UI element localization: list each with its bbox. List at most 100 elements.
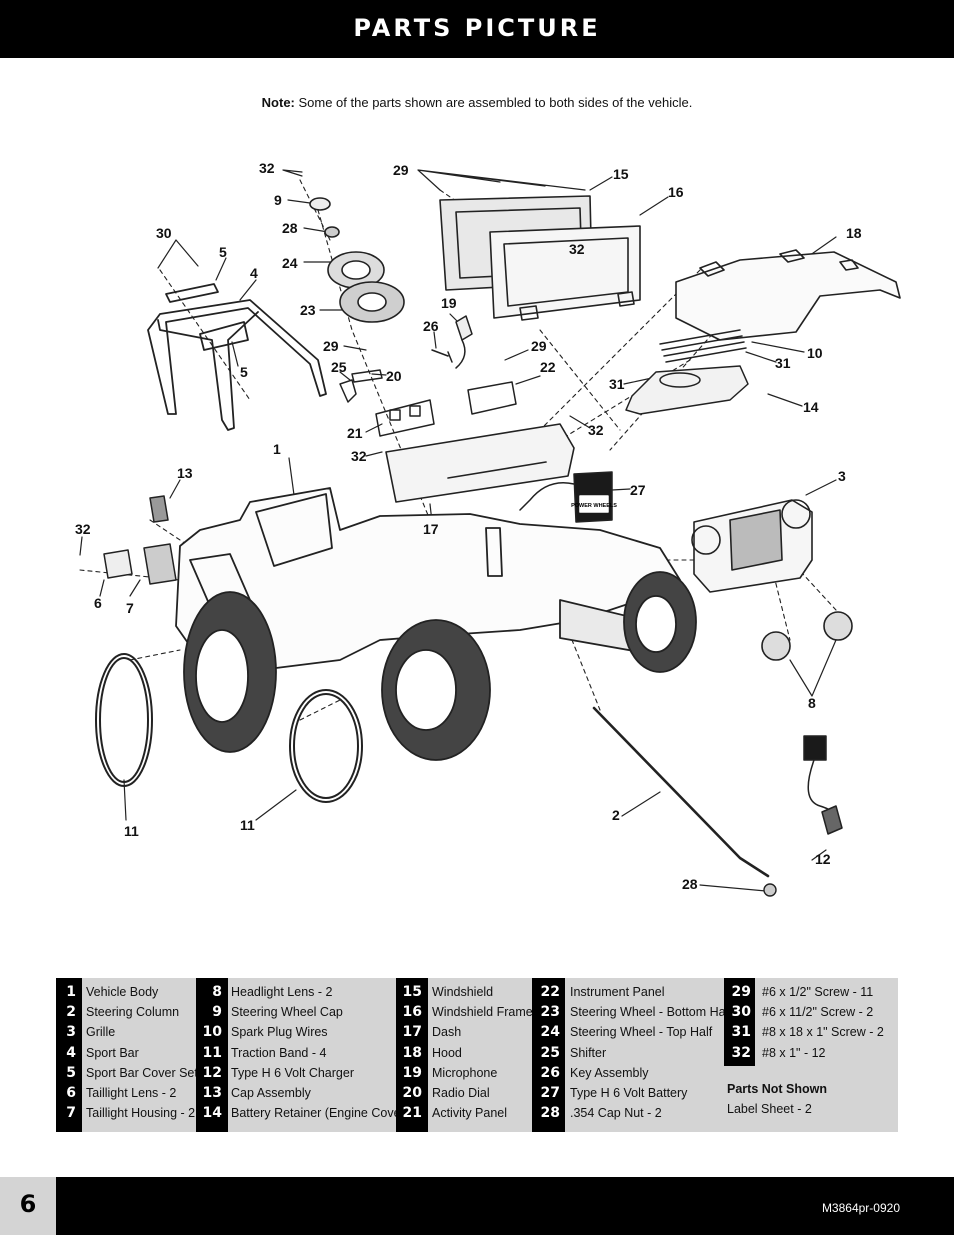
callout-32: 32 [588,422,604,438]
part-row: 2 Steering Column [56,1002,196,1022]
part-row: 1 Vehicle Body [56,982,196,1002]
part-row: 31 #8 x 18 x 1" Screw - 2 [724,1022,898,1042]
part-number: 29 [731,984,751,1000]
callout-25: 25 [331,359,347,375]
part-row: 11 Traction Band - 4 [196,1043,396,1063]
callout-32: 32 [75,521,91,537]
callout-11: 11 [124,823,139,839]
part-number: 19 [402,1065,422,1081]
part-row: 4 Sport Bar [56,1043,196,1063]
callout-3: 3 [838,468,846,484]
charger [803,735,843,835]
part-number: 2 [66,1004,76,1020]
callout-28: 28 [682,876,698,892]
callout-31: 31 [609,376,625,392]
part-label: Steering Column [86,1005,180,1019]
hood [675,249,901,341]
parts-column-4: 22 Instrument Panel 23 Steering Wheel - Bo… [532,978,732,1132]
part-number: 26 [540,1065,560,1081]
callout-5: 5 [219,244,227,260]
part-number: 22 [540,984,560,1000]
parts-diagram: POWER WHEELS [75,160,901,897]
callout-12: 12 [815,851,831,867]
callout-32: 32 [569,241,585,257]
battery: POWER WHEELS [519,471,617,523]
part-row: 10 Spark Plug Wires [196,1022,396,1042]
callout-6: 6 [94,595,102,611]
part-number: 31 [731,1024,751,1040]
note-label: Note: [261,95,295,110]
part-number: 16 [402,1004,422,1020]
part-label: Sport Bar [86,1046,139,1060]
callout-16: 16 [668,184,684,200]
part-number: 10 [202,1024,222,1040]
part-label: #6 x 11/2" Screw - 2 [762,1005,874,1019]
part-number: 25 [540,1045,560,1061]
part-label: Instrument Panel [570,985,665,999]
part-label: Taillight Lens - 2 [86,1086,177,1100]
callout-30: 30 [156,225,172,241]
page-title: PARTS PICTURE [353,14,601,42]
part-number: 30 [731,1004,751,1020]
header-bar: PARTS PICTURE [0,0,954,58]
engine-cover [625,329,749,415]
part-label: Hood [432,1046,462,1060]
part-row: 12 Type H 6 Volt Charger [196,1063,396,1083]
callout-15: 15 [613,166,629,182]
part-number: 5 [66,1065,76,1081]
part-row: 17 Dash [396,1022,532,1042]
callout-10: 10 [807,345,823,361]
part-number: 12 [202,1065,222,1081]
parts-not-shown-title: Parts Not Shown [727,1082,828,1096]
part-label: Windshield [432,985,494,999]
part-number: 1 [66,984,76,1000]
callout-13: 13 [177,465,193,481]
page-number-box [0,1177,56,1235]
part-number: 4 [66,1045,76,1061]
callout-4: 4 [250,265,258,281]
note-text: Some of the parts shown are assembled to… [294,95,693,110]
part-label: Steering Wheel - Bottom Half [570,1005,732,1019]
part-label: #8 x 18 x 1" Screw - 2 [762,1025,884,1039]
part-label: .354 Cap Nut - 2 [570,1106,662,1120]
callout-23: 23 [300,302,316,318]
part-label: Windshield Frame [432,1005,533,1019]
callout-29: 29 [393,162,409,178]
part-label: Battery Retainer (Engine Cover) [231,1106,409,1120]
part-row: 32#8 x 1" - 12 [724,1043,898,1063]
callout-24: 24 [282,255,298,271]
part-label: Steering Wheel Cap [231,1005,343,1019]
part-number: 11 [202,1045,222,1061]
part-number: 13 [202,1085,222,1101]
steering-column [592,706,777,897]
part-number: 6 [66,1085,76,1101]
taillights [103,495,177,585]
callout-9: 9 [274,192,282,208]
part-number: 7 [66,1105,76,1121]
grille [691,499,853,661]
part-label: Dash [432,1025,462,1039]
wheels [183,571,697,761]
callout-7: 7 [126,600,134,616]
callout-8: 8 [808,695,816,711]
note: Note: Some of the parts shown are assemb… [0,95,954,110]
part-label: Type H 6 Volt Charger [231,1066,354,1080]
part-label: Key Assembly [570,1066,649,1080]
page-number: 6 [19,1190,37,1218]
part-label: Traction Band - 4 [231,1046,327,1060]
part-number: 9 [212,1004,222,1020]
part-label: Activity Panel [432,1106,508,1120]
part-label: Vehicle Body [86,985,159,999]
sport-bar [147,283,327,431]
part-label: #8 x 1" - 12 [762,1046,826,1060]
part-label: Spark Plug Wires [231,1025,328,1039]
part-number: 17 [402,1024,422,1040]
part-number: 23 [540,1004,560,1020]
